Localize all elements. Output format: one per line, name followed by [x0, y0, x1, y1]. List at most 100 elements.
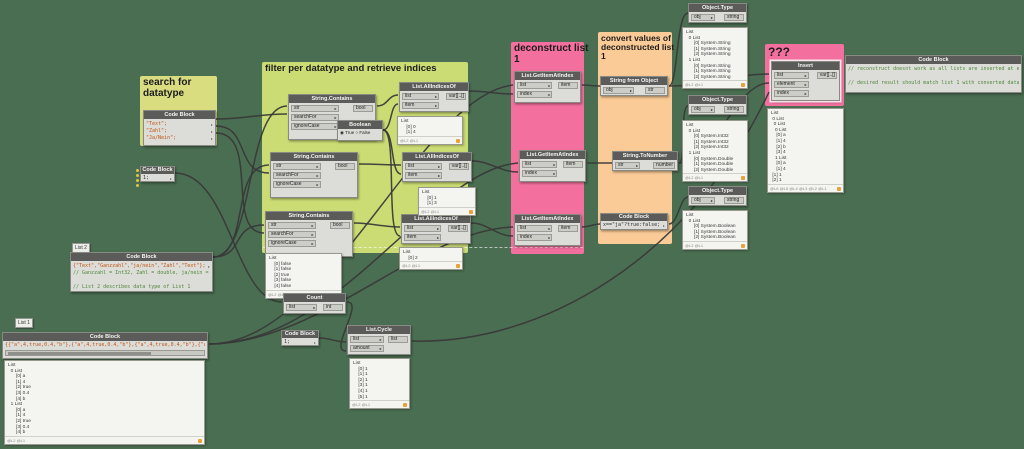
input-port-ignoreCase[interactable]: ignoreCase▸	[291, 123, 339, 130]
input-port-index[interactable]: index▸	[522, 170, 558, 177]
wire[interactable]	[376, 94, 399, 107]
input-port-str[interactable]: str▸	[291, 105, 339, 112]
pin-icon[interactable]	[837, 186, 841, 191]
preview-object-type-1[interactable]: List 0 List [0] System.String [1] System…	[682, 27, 748, 89]
preview-all-indices-3[interactable]: List [0] 2 @L2 @L1	[399, 247, 463, 270]
output-port-string[interactable]: string	[724, 106, 744, 113]
wire[interactable]	[215, 132, 265, 234]
node-code-block-convert[interactable]: Code Block x=="ja"?true:false;▸	[600, 213, 668, 230]
wire[interactable]	[382, 129, 401, 237]
preview-insert[interactable]: List 0 List 0 List 0 List [0] a [1] 4 [2…	[767, 108, 844, 193]
input-port-obj[interactable]: obj▸	[691, 106, 715, 113]
input-port-list[interactable]: list▸	[405, 163, 443, 170]
wire[interactable]	[208, 162, 519, 345]
node-count[interactable]: Count list▸ int	[283, 293, 346, 314]
node-title[interactable]: List.AllIndicesOf	[403, 153, 471, 161]
pin-icon[interactable]	[741, 82, 745, 87]
input-port-str[interactable]: str▸	[268, 222, 316, 229]
pin-icon[interactable]	[469, 209, 473, 214]
input-port-str[interactable]: str▸	[273, 163, 321, 170]
output-port-bool[interactable]: bool	[353, 105, 373, 112]
boolean-radio-group[interactable]: ◉ True ○ False	[340, 130, 371, 135]
output-port-str[interactable]: str	[645, 87, 665, 94]
wire[interactable]	[353, 222, 401, 228]
preview-all-indices-1[interactable]: List [0] 0 [1] 4 @L2 @L1	[397, 116, 463, 145]
output-port-string[interactable]: string	[724, 197, 744, 204]
node-title[interactable]: String from Object	[601, 77, 667, 85]
group-convert-values[interactable]: convert values of deconstructed list 1	[598, 32, 674, 244]
output-port-string[interactable]: string	[724, 14, 744, 21]
input-port-obj[interactable]: obj▸	[691, 197, 715, 204]
node-string-to-number[interactable]: String.ToNumber str▸ number	[612, 151, 678, 171]
wire[interactable]	[208, 226, 514, 345]
node-get-item-at-index-2[interactable]: List.GetItemAtIndex list▸ index▸ item	[519, 150, 586, 182]
output-port-icon[interactable]: ▸	[207, 264, 210, 269]
input-port-obj[interactable]: obj▸	[691, 14, 715, 21]
node-title[interactable]: List.Cycle	[348, 326, 410, 334]
node-title[interactable]: Object.Type	[689, 187, 746, 195]
node-title[interactable]: List.AllIndicesOf	[402, 215, 470, 223]
wire[interactable]	[212, 224, 265, 258]
node-title[interactable]: String.ToNumber	[613, 152, 677, 160]
node-object-type-1[interactable]: Object.Type obj▸ string	[688, 3, 747, 23]
node-all-indices-of-1[interactable]: List.AllIndicesOf list▸ item▸ var[]..[]	[399, 82, 469, 112]
wire[interactable]	[212, 164, 270, 258]
pin-icon[interactable]	[456, 263, 460, 268]
node-code-block-one-2[interactable]: Code Block 1;▸	[281, 330, 319, 346]
input-port-item[interactable]: item▸	[402, 102, 440, 109]
input-port-item[interactable]: item▸	[404, 234, 442, 241]
input-port-item[interactable]: item▸	[405, 172, 443, 179]
input-port-searchFor[interactable]: searchFor▸	[291, 114, 339, 121]
node-object-type-3[interactable]: Object.Type obj▸ string	[688, 186, 747, 206]
node-title[interactable]: String.Contains	[266, 212, 352, 220]
node-all-indices-of-2[interactable]: List.AllIndicesOf list▸ item▸ var[]..[]	[402, 152, 472, 182]
output-port-icon[interactable]: ▸	[210, 136, 213, 141]
wire[interactable]	[382, 103, 399, 131]
output-port-bool[interactable]: bool	[330, 222, 350, 229]
preview-string-contains-3[interactable]: List [0] false [1] false [2] true [3] fa…	[265, 253, 342, 299]
input-port-list[interactable]: list▸	[402, 93, 440, 100]
wire[interactable]	[581, 223, 601, 228]
preview-list-cycle[interactable]: List [0] 1 [1] 1 [2] 1 [3] 1 [4] 1 [5] 1…	[349, 358, 410, 409]
node-title[interactable]: Insert	[772, 62, 839, 70]
node-get-item-at-index-1[interactable]: List.GetItemAtIndex list▸ index▸ item	[514, 71, 581, 103]
wire[interactable]	[318, 337, 347, 343]
input-port-list[interactable]: list▸	[350, 336, 384, 343]
wire[interactable]	[581, 84, 601, 87]
preview-object-type-2[interactable]: List 0 List [0] System.Int32 [1] System.…	[682, 120, 748, 182]
output-port-item[interactable]: item	[558, 82, 578, 89]
wire[interactable]	[215, 113, 288, 120]
pin-icon[interactable]	[403, 402, 407, 407]
preview-object-type-3[interactable]: List 0 List [0] System.Boolean [1] Syste…	[682, 210, 748, 250]
input-port-list[interactable]: list▸	[517, 82, 553, 89]
node-title[interactable]: String.Contains	[271, 153, 357, 161]
node-list-cycle[interactable]: List.Cycle list▸ amount▸ list	[347, 325, 411, 355]
input-port-list[interactable]: list▸	[517, 225, 553, 232]
input-port-str[interactable]: str▸	[615, 162, 641, 169]
output-port-bool[interactable]: bool	[335, 163, 355, 170]
output-port-icon[interactable]: ▸	[313, 340, 316, 345]
preview-all-indices-2[interactable]: List [0] 1 [1] 3 @L2 @L1	[418, 187, 476, 216]
wire[interactable]	[340, 301, 353, 352]
node-title[interactable]: List.GetItemAtIndex	[520, 151, 585, 159]
node-title[interactable]: Code Block	[141, 167, 174, 174]
input-port-list[interactable]: list▸	[522, 161, 558, 168]
node-title[interactable]: Count	[284, 294, 345, 302]
wire[interactable]	[668, 12, 689, 87]
node-title[interactable]: Code Block	[71, 253, 212, 261]
node-string-contains-2[interactable]: String.Contains str▸ searchFor▸ ignoreCa…	[270, 152, 358, 198]
pin-icon[interactable]	[456, 138, 460, 143]
pin-icon[interactable]	[741, 175, 745, 180]
node-string-contains-3[interactable]: String.Contains str▸ searchFor▸ ignoreCa…	[265, 211, 353, 257]
wire[interactable]	[215, 125, 270, 174]
input-port-searchFor[interactable]: searchFor▸	[273, 172, 321, 179]
node-title[interactable]: Code Block	[601, 214, 667, 221]
output-port-item[interactable]: item	[558, 225, 578, 232]
wire[interactable]	[471, 160, 519, 173]
input-port-index[interactable]: index▸	[517, 234, 553, 241]
note-list-1[interactable]: List 1	[15, 318, 33, 328]
output-port-number[interactable]: number	[653, 162, 675, 169]
output-port-var[interactable]: var[]..[]	[445, 93, 466, 100]
node-object-type-2[interactable]: Object.Type obj▸ string	[688, 95, 747, 115]
node-boolean[interactable]: Boolean ◉ True ○ False	[337, 120, 383, 141]
